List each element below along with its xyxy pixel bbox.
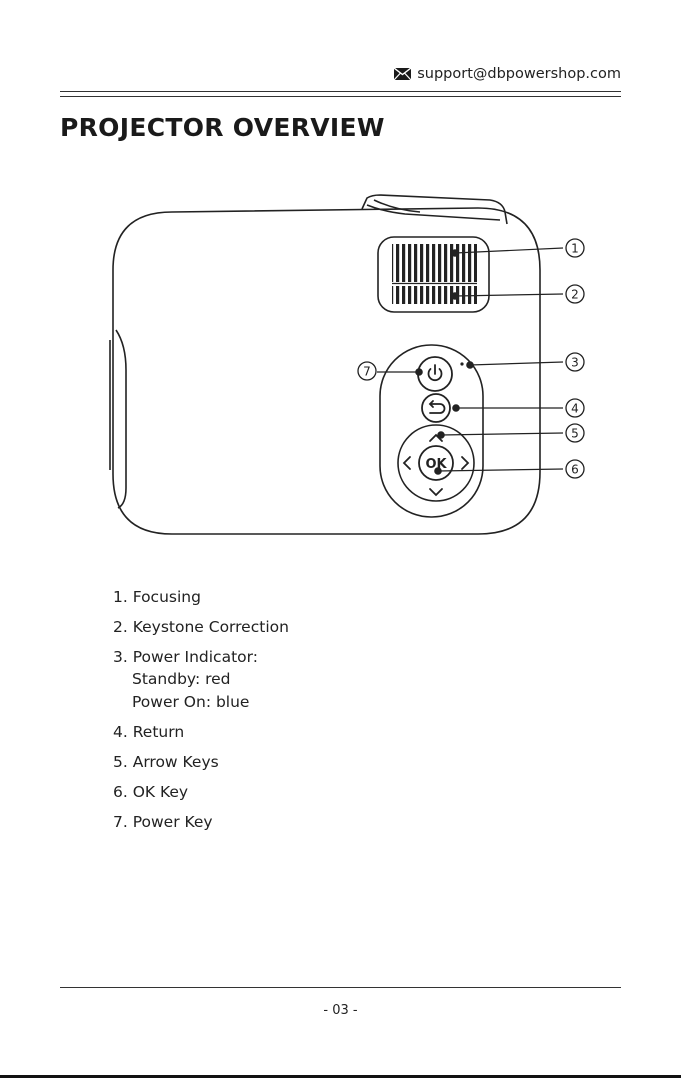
feature-list: 1. Focusing 2. Keystone Correction 3. Po… (113, 587, 289, 842)
feature-label: 6. OK Key (113, 783, 188, 801)
feature-label: 4. Return (113, 723, 184, 741)
list-item: 5. Arrow Keys (113, 752, 289, 772)
callout-1-label: 1 (571, 242, 579, 256)
feature-label: 3. Power Indicator: (113, 648, 258, 666)
projector-diagram: OK 1 2 3 4 5 6 7 (0, 0, 681, 580)
footer-rule (60, 987, 621, 988)
list-item: 6. OK Key (113, 782, 289, 802)
keystone-ring (392, 286, 477, 304)
feature-label: 1. Focusing (113, 588, 201, 606)
list-item: 2. Keystone Correction (113, 617, 289, 637)
list-item: 4. Return (113, 722, 289, 742)
feature-label: 2. Keystone Correction (113, 618, 289, 636)
callout-6-label: 6 (571, 463, 579, 477)
callout-5-label: 5 (571, 427, 579, 441)
power-indicator-light (460, 362, 463, 365)
page-number: - 03 - (0, 1003, 681, 1018)
list-item: 1. Focusing (113, 587, 289, 607)
callout-2-label: 2 (571, 288, 579, 302)
feature-label: 5. Arrow Keys (113, 753, 219, 771)
feature-label: 7. Power Key (113, 813, 213, 831)
arrow-left-icon (404, 457, 410, 469)
return-icon (430, 401, 445, 413)
list-item: 7. Power Key (113, 812, 289, 832)
callout-3-label: 3 (571, 356, 579, 370)
arrow-right-icon (462, 457, 468, 469)
list-item: 3. Power Indicator: Standby: red Power O… (113, 647, 289, 712)
callout-4-label: 4 (571, 402, 579, 416)
standby-status: Standby: red (113, 667, 289, 692)
callout-7-label: 7 (363, 365, 371, 379)
focus-ring (392, 244, 477, 282)
arrow-down-icon (430, 489, 442, 495)
power-on-status: Power On: blue (113, 692, 289, 712)
